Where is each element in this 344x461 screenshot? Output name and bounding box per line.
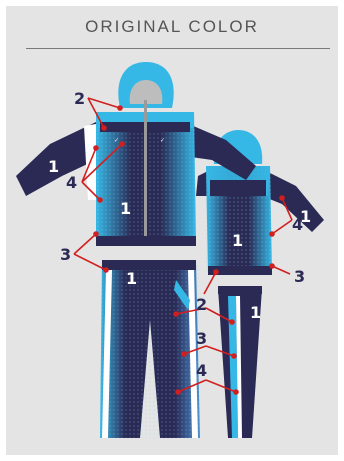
waistband: [102, 260, 196, 270]
callout-cuff: 3: [60, 245, 71, 264]
callout-pants-piping: 3: [196, 329, 207, 348]
logo-left: ✓: [114, 137, 119, 144]
callout-pants-gradient: 4: [196, 361, 207, 380]
side-waistband: [218, 286, 262, 294]
callout-back-stripe: 4: [292, 215, 303, 234]
callout-pants-stripe: 2: [196, 295, 207, 314]
zipper: [144, 100, 147, 246]
label-front-pants: 1: [126, 269, 137, 288]
logo-right: ✓: [160, 137, 165, 144]
front-hem: [96, 236, 196, 246]
callout-back-hem: 3: [294, 267, 305, 286]
pants-front-view: [100, 260, 200, 438]
label-front-body: 1: [120, 199, 131, 218]
callout-stripe: 4: [66, 173, 77, 192]
callout-hood: 2: [74, 89, 85, 108]
label-side-pants: 1: [250, 303, 261, 322]
label-front-left-sleeve: 1: [48, 157, 59, 176]
label-back-body: 1: [232, 231, 243, 250]
